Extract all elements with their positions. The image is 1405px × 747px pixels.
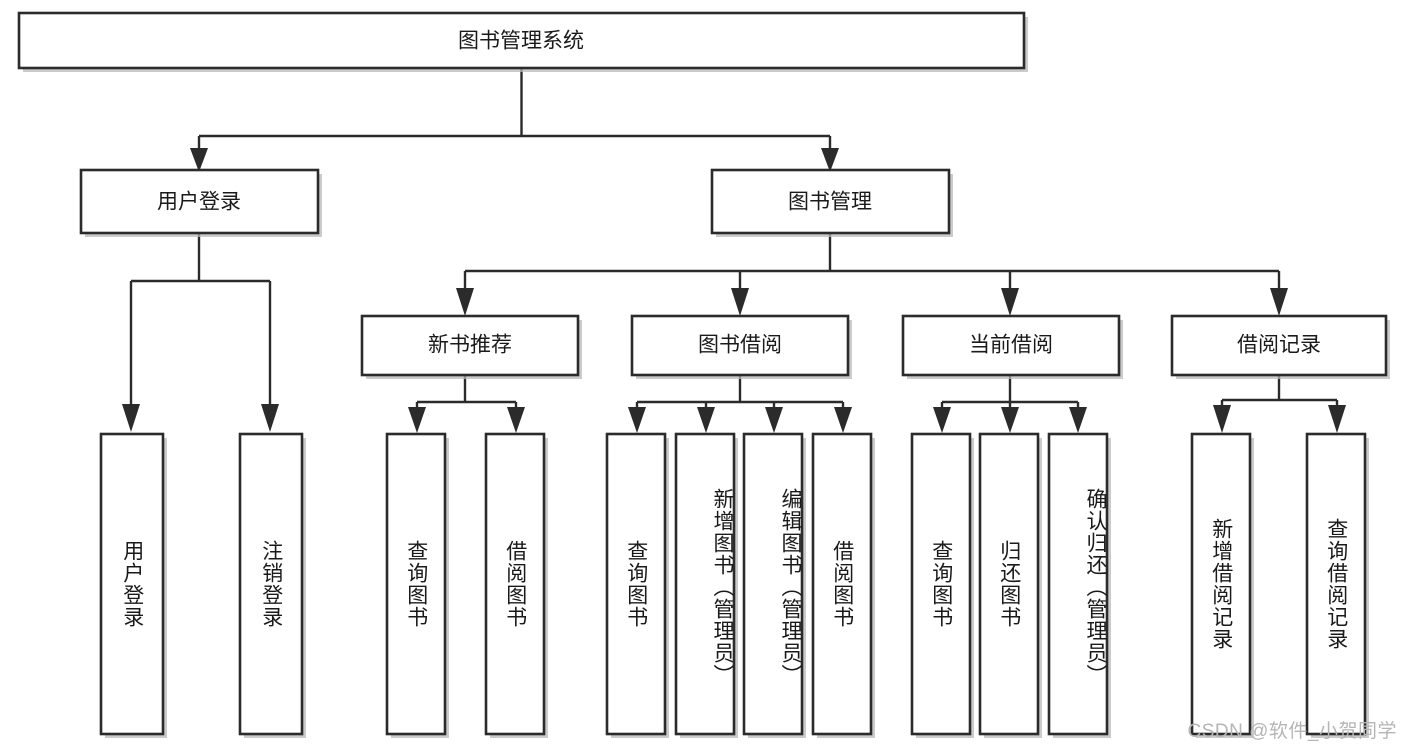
node-new-book-recommend[interactable]: 新书推荐 — [360, 314, 582, 379]
node-current-borrow[interactable]: 当前借阅 — [901, 314, 1123, 379]
arrowhead-to-leaf-confirm-return-admin — [1069, 407, 1087, 433]
connector-current-borrow-to-leaves — [940, 376, 1080, 412]
connector-new-book-recommend-to-leaves — [415, 376, 518, 412]
connector-root-to-level1 — [197, 68, 832, 158]
arrowhead-to-current-borrow — [1001, 288, 1019, 316]
node-leaf-query-book-recommend[interactable] — [385, 432, 449, 738]
connector-user-login-to-leaves — [129, 234, 272, 410]
node-borrow-record[interactable]: 借阅记录 — [1170, 314, 1390, 379]
node-book-management-label: 图书管理 — [788, 191, 872, 214]
node-leaf-edit-book-admin[interactable] — [742, 432, 806, 738]
node-leaf-query-book-borrow[interactable] — [605, 432, 669, 738]
arrowhead-to-leaf-query-book-current — [933, 407, 951, 433]
arrowhead-to-leaf-user-login — [122, 404, 140, 432]
node-current-borrow-label: 当前借阅 — [969, 334, 1053, 357]
node-root[interactable]: 图书管理系统 — [17, 11, 1028, 72]
node-new-book-recommend-label: 新书推荐 — [428, 334, 512, 357]
connector-layer — [122, 68, 1346, 433]
node-leaf-confirm-return-admin[interactable] — [1047, 432, 1111, 738]
node-leaf-query-borrow-record[interactable] — [1305, 432, 1369, 738]
node-user-login[interactable]: 用户登录 — [79, 168, 322, 237]
arrowhead-to-leaf-borrow-book-recommend — [507, 407, 525, 433]
arrowhead-to-book-management — [821, 148, 839, 172]
connector-borrow-record-to-leaves — [1220, 376, 1339, 410]
node-user-login-label: 用户登录 — [157, 191, 241, 214]
arrowhead-to-leaf-edit-book-admin — [765, 407, 783, 433]
node-leaf-add-book-admin[interactable] — [674, 432, 738, 738]
node-layer: 图书管理系统 用户登录 图书管理 新书推荐 — [17, 11, 1390, 738]
arrowhead-to-leaf-return-book — [1001, 407, 1019, 433]
arrowhead-to-leaf-user-logout — [261, 404, 279, 432]
node-leaf-borrow-book[interactable] — [811, 432, 875, 738]
arrowhead-to-leaf-query-book-borrow — [628, 407, 646, 433]
node-root-label: 图书管理系统 — [458, 30, 584, 53]
arrowhead-to-leaf-add-book-admin — [697, 407, 715, 433]
arrowhead-to-book-borrow — [731, 288, 749, 316]
node-leaf-query-book-current[interactable] — [910, 432, 974, 738]
connector-book-borrow-to-leaves — [635, 376, 845, 412]
node-book-management[interactable]: 图书管理 — [710, 168, 953, 237]
node-leaf-borrow-book-recommend[interactable] — [484, 432, 548, 738]
node-leaf-add-borrow-record[interactable] — [1190, 432, 1254, 738]
arrowhead-to-leaf-query-book-recommend — [408, 407, 426, 433]
node-book-borrow-label: 图书借阅 — [698, 334, 782, 357]
node-leaf-return-book[interactable] — [978, 432, 1042, 738]
node-borrow-record-label: 借阅记录 — [1237, 334, 1321, 357]
arrowhead-to-user-login — [190, 148, 208, 172]
arrowhead-to-leaf-query-borrow-record — [1328, 405, 1346, 433]
node-leaf-user-login[interactable] — [99, 432, 167, 738]
arrowhead-to-borrow-record — [1270, 288, 1288, 316]
connector-book-management-to-level2 — [463, 234, 1281, 292]
node-leaf-user-logout[interactable] — [238, 432, 306, 738]
arrowhead-to-new-book-recommend — [456, 288, 474, 316]
node-book-borrow[interactable]: 图书借阅 — [630, 314, 852, 379]
arrowhead-to-leaf-borrow-book — [834, 407, 852, 433]
arrowhead-to-leaf-add-borrow-record — [1213, 405, 1231, 433]
